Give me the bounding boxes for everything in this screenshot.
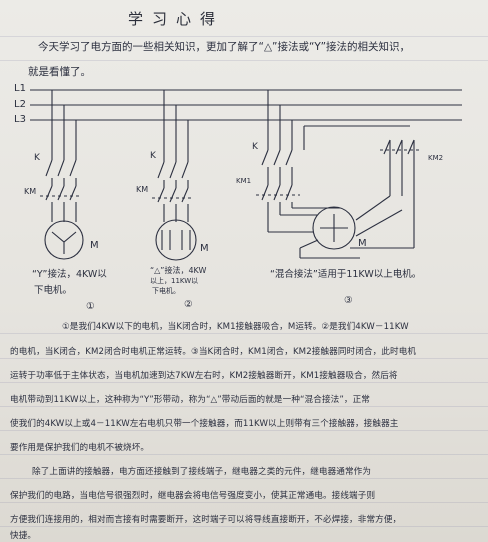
ruling-line	[0, 406, 488, 407]
label-m3: M	[358, 238, 367, 249]
label-km1-mixed: KM1	[236, 177, 252, 185]
caption-3: “混合接法”适用于11KW以上电机。	[270, 269, 422, 280]
caption-2-line-3: 下电机。	[152, 287, 180, 295]
body-line-7: 除了上面讲的接触器，电方面还接触到了接线端子，继电器之类的元件，继电器通常作为	[32, 467, 372, 477]
circuit-1-y	[40, 90, 84, 260]
ruling-line	[0, 60, 488, 61]
ruling-line	[0, 382, 488, 383]
bus-label-l3: L3	[14, 114, 26, 125]
caption-1-line-1: “Y”接法，4KW以	[32, 269, 107, 280]
ruling-line	[0, 478, 488, 479]
page-title: 学习心得	[128, 10, 225, 28]
caption-3-number: ③	[344, 295, 353, 306]
label-km2-mixed: KM2	[428, 154, 444, 162]
label-m1: M	[90, 240, 99, 251]
intro-line-1: 今天学习了电方面的一些相关知识，更加了解了“△”接法或“Y”接法的相关知识，	[38, 41, 411, 53]
bus-label-l1: L1	[14, 83, 26, 94]
circuit-2-delta	[152, 90, 197, 261]
label-km1: KM	[24, 187, 37, 196]
ruling-line	[0, 454, 488, 455]
circuit-3-mixed	[256, 90, 420, 259]
body-line-4: 电机带动到11KW以上，这种称为“Y”形带动，称为“△”带动后面的就是一种“混合…	[10, 395, 370, 405]
label-m2: M	[200, 243, 209, 254]
ruling-line	[0, 526, 488, 527]
ruling-line	[0, 36, 488, 37]
ruling-line	[0, 502, 488, 503]
body-line-9: 方便我们连接用的，相对而言接有时需要断开，这时端子可以将导线直接断开，不必焊接，…	[10, 515, 402, 525]
body-line-5: 使我们的4KW以上或4－11KW左右电机只带一个接触器，而11KW以上则带有三个…	[10, 419, 399, 429]
body-line-3: 运转于功率低于主体状态，当电机加速到达7KW左右时，KM2接触器断开，KM1接触…	[10, 371, 398, 381]
ruling-line	[0, 358, 488, 359]
body-line-1: ①是我们4KW以下的电机，当K闭合时，KM1接触器吸合，M运转。②是我们4KW－…	[62, 322, 409, 332]
ruling-line	[0, 333, 488, 334]
wiring-diagram	[30, 89, 462, 261]
body-line-8: 保护我们的电路，当电信号很强烈时，继电器会将电信号强度变小，使其正常通电。接线端…	[10, 491, 376, 501]
caption-1-number: ①	[86, 301, 95, 312]
caption-2-line-1: “△”接法，4KW	[150, 266, 207, 275]
ruling-line	[0, 430, 488, 431]
intro-line-2: 就是看懂了。	[28, 66, 91, 78]
label-k1: K	[34, 153, 40, 163]
bus-label-l2: L2	[14, 99, 26, 110]
label-k2: K	[150, 151, 156, 161]
body-line-10: 快捷。	[10, 531, 37, 541]
body-line-6: 要作用是保护我们的电机不被烧坏。	[10, 443, 150, 453]
body-line-2: 的电机，当K闭合，KM2闭合时电机正常运转。③当K闭合时，KM1闭合，KM2接触…	[10, 347, 417, 357]
caption-2-line-2: 以上，11KW以	[150, 277, 199, 285]
label-km2: KM	[136, 185, 149, 194]
caption-1-line-2: 下电机。	[34, 285, 73, 296]
caption-2-number: ②	[184, 299, 193, 310]
label-k3: K	[252, 142, 258, 152]
